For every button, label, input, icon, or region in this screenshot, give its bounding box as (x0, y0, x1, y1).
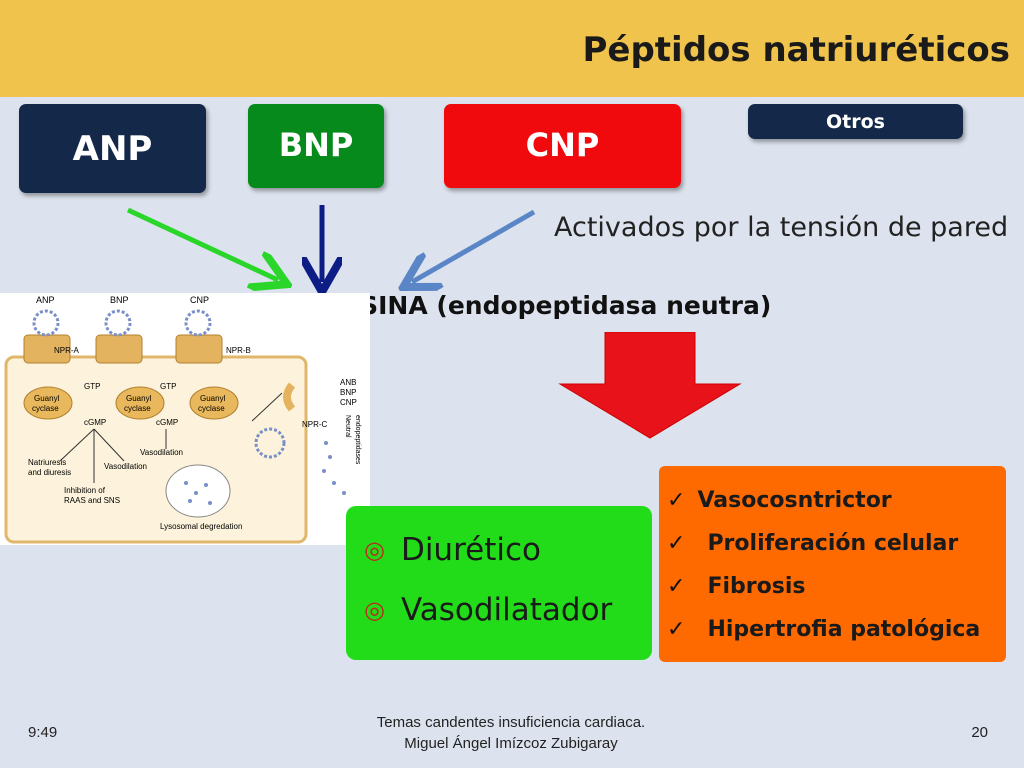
fig-guanyl-2: Guanyl (126, 394, 152, 403)
target-bullet-icon: ◎ (364, 536, 385, 564)
otros-box: Otros (748, 104, 963, 139)
effect-diuretic: ◎ Diurético (364, 532, 541, 568)
checkmark-icon: ✓ (667, 574, 686, 599)
checkmark-icon: ✓ (667, 531, 686, 556)
fig-vasodilation-2: Vasodilation (140, 448, 183, 457)
effect-item: ✓ Fibrosis (667, 574, 805, 599)
effect-item: ✓ Vasocosntrictor (667, 488, 892, 513)
converging-arrows (126, 205, 536, 300)
title-bar: Péptidos natriuréticos (0, 0, 1024, 97)
otros-label: Otros (826, 110, 885, 133)
footer-time: 9:49 (28, 724, 58, 741)
effect-label: Vasocosntrictor (697, 488, 892, 513)
slide-title: Péptidos natriuréticos (582, 30, 1010, 70)
bnp-label: BNP (278, 126, 354, 164)
effect-label: Proliferación celular (707, 531, 959, 556)
fig-npr-b: NPR-B (226, 346, 251, 355)
target-bullet-icon: ◎ (364, 596, 385, 624)
fig-guanyl-1: Guanyl (34, 394, 60, 403)
fig-cnp: CNP (190, 295, 209, 305)
footer-caption: Temas candentes insuficiencia cardiaca. … (316, 712, 706, 754)
fig-gtp-2: GTP (160, 382, 176, 391)
effect-vasodilator: ◎ Vasodilatador (364, 592, 612, 628)
fig-cyclase-2: cyclase (124, 404, 151, 413)
fig-cyclase-3: cyclase (198, 404, 225, 413)
footer-line-1: Temas candentes insuficiencia cardiaca. (376, 714, 646, 731)
fig-lysosomal: Lysosomal degredation (160, 522, 242, 531)
fig-vasodilation-1: Vasodilation (104, 462, 147, 471)
effect-label: Hipertrofia patológica (707, 617, 981, 642)
effect-label: Diurético (400, 532, 541, 568)
negative-effects-box: ✓ Vasocosntrictor ✓ Proliferación celula… (659, 466, 1006, 662)
checkmark-icon: ✓ (667, 488, 686, 513)
fig-endopeptidases: endopeptidases (354, 415, 361, 465)
fig-guanyl-3: Guanyl (200, 394, 226, 403)
footer-line-2: Miguel Ángel Imízcoz Zubigaray (404, 735, 618, 752)
fig-cgmp-2: cGMP (156, 418, 178, 427)
anp-box: ANP (19, 104, 206, 193)
fig-cnp-r: CNP (340, 398, 357, 407)
fig-anb-r: ANB (340, 378, 356, 387)
activation-text: Activados por la tensión de pared (554, 212, 1009, 243)
effect-label: Vasodilatador (400, 592, 613, 628)
fig-cyclase-1: cyclase (32, 404, 59, 413)
fig-natriuresis: Natriuresis (28, 458, 66, 467)
effect-item: ✓ Hipertrofia patológica (667, 617, 980, 642)
fig-cgmp-1: cGMP (84, 418, 106, 427)
fig-anp: ANP (36, 295, 55, 305)
effect-label: Fibrosis (707, 574, 806, 599)
anp-arrow (126, 207, 278, 280)
fig-bnp-r: BNP (340, 388, 356, 397)
cnp-label: CNP (525, 126, 600, 164)
bnp-box: BNP (248, 104, 384, 188)
fig-neutral: Neutral (344, 415, 351, 438)
fig-raas: RAAS and SNS (64, 496, 120, 505)
positive-effects-box: ◎ Diurético ◎ Vasodilatador (346, 506, 652, 660)
fig-gtp-1: GTP (84, 382, 100, 391)
cnp-arrow (412, 209, 536, 282)
checkmark-icon: ✓ (667, 617, 686, 642)
fig-bnp: BNP (110, 295, 129, 305)
fig-inhibition: Inhibition of (64, 486, 106, 495)
fig-npr-c: NPR-C (302, 420, 328, 429)
fig-and-diuresis: and diuresis (28, 468, 71, 477)
page-number: 20 (971, 724, 988, 741)
anp-label: ANP (72, 128, 153, 169)
pathway-figure: ANP BNP CNP NPR-A NPR-B NPR-C Guanyl cyc… (0, 293, 370, 545)
cnp-box: CNP (444, 104, 681, 188)
big-down-arrow (558, 332, 742, 439)
fig-npr-a: NPR-A (54, 346, 80, 355)
effect-item: ✓ Proliferación celular (667, 531, 958, 556)
